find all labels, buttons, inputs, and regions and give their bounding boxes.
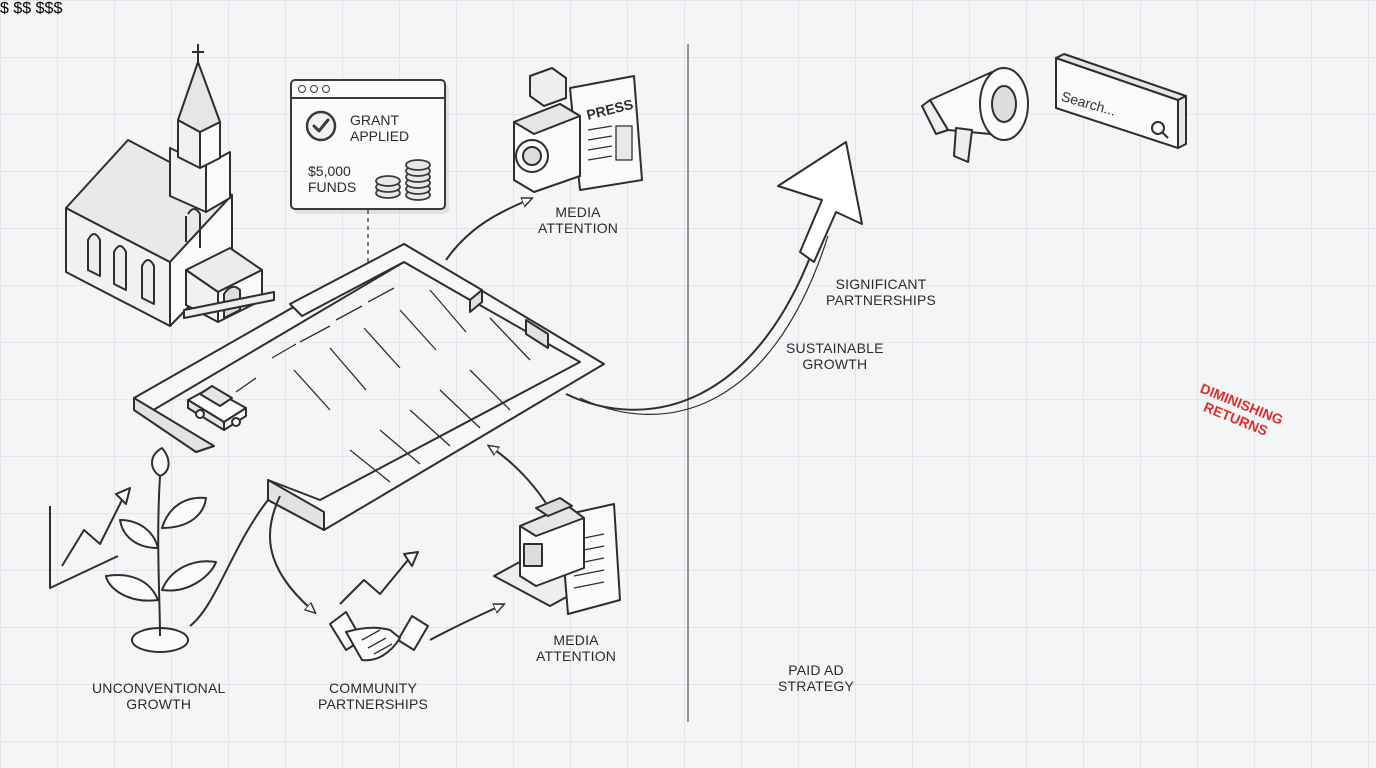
label-media-attention-bottom: MEDIA ATTENTION	[536, 632, 616, 664]
camera-newspaper-icon-bottom	[494, 498, 620, 614]
handshake-icon	[330, 552, 428, 660]
label-paid-ad-strategy: PAID AD STRATEGY	[778, 662, 854, 694]
window-dot-icon	[322, 85, 330, 93]
grant-amount-caption: FUNDS	[308, 179, 356, 195]
label-media-attention-top: MEDIA ATTENTION	[538, 204, 618, 236]
label-sustainable-growth: SUSTAINABLE GROWTH	[786, 340, 884, 372]
window-dot-icon	[310, 85, 318, 93]
grant-application-card: GRANT APPLIED $5,000 FUNDS	[290, 79, 446, 210]
grant-amount: $5,000	[308, 163, 351, 179]
checkmark-badge-icon	[304, 109, 338, 143]
church-icon	[66, 44, 274, 326]
camera-newspaper-icon-top	[514, 68, 642, 192]
grant-status-line2: APPLIED	[350, 128, 409, 144]
card-title-bar	[292, 81, 444, 99]
plant-growth-icon	[50, 448, 216, 652]
label-community-partnerships: COMMUNITY PARTNERSHIPS	[318, 680, 428, 712]
label-significant-partnerships: SIGNIFICANT PARTNERSHIPS	[826, 276, 936, 308]
window-dot-icon	[298, 85, 306, 93]
car-icon	[188, 386, 246, 430]
grant-status-line1: GRANT	[350, 112, 399, 128]
label-unconventional-growth: UNCONVENTIONAL GROWTH	[92, 680, 225, 712]
coin-stack-icon	[374, 151, 438, 201]
megaphone-icon	[922, 68, 1028, 162]
